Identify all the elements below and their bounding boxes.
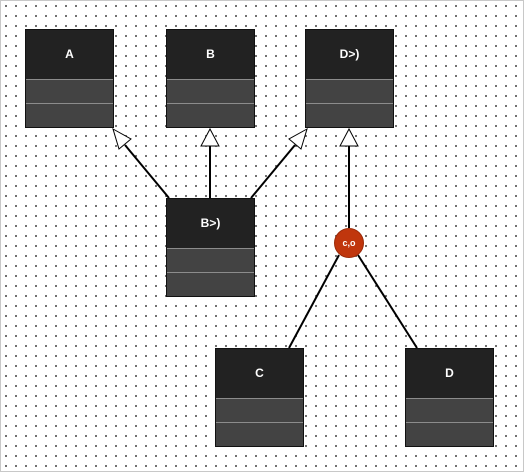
class-a-attributes <box>26 79 113 103</box>
class-b-gen[interactable]: B>) <box>166 198 255 297</box>
class-c-attributes <box>216 398 303 422</box>
generalization-edge-d-node[interactable] <box>357 254 418 349</box>
generalization-edge-bgen-dgen[interactable] <box>250 144 296 199</box>
class-d[interactable]: D <box>405 348 494 447</box>
class-c-name: C <box>216 349 303 398</box>
class-d-gen-attributes <box>306 79 393 103</box>
class-b[interactable]: B <box>166 29 255 128</box>
class-b-gen-name: B>) <box>167 199 254 248</box>
class-d-operations <box>406 422 493 446</box>
generalization-edge-bgen-a[interactable] <box>124 144 170 199</box>
class-d-gen-name: D>) <box>306 30 393 79</box>
class-c[interactable]: C <box>215 348 304 447</box>
class-b-gen-attributes <box>167 248 254 272</box>
class-d-name: D <box>406 349 493 398</box>
class-a-name: A <box>26 30 113 79</box>
class-c-operations <box>216 422 303 446</box>
class-b-operations <box>167 103 254 127</box>
class-b-gen-operations <box>167 272 254 296</box>
generalization-arrowhead-dgen-left <box>288 127 308 150</box>
generalization-arrowhead-a <box>112 127 132 150</box>
generalization-edge-c-node[interactable] <box>288 254 340 349</box>
class-b-attributes <box>167 79 254 103</box>
class-d-gen-operations <box>306 103 393 127</box>
generalization-set-node[interactable]: c,o <box>334 228 364 258</box>
class-d-gen[interactable]: D>) <box>305 29 394 128</box>
class-a[interactable]: A <box>25 29 114 128</box>
generalization-arrowhead-b <box>200 127 220 147</box>
class-a-operations <box>26 103 113 127</box>
generalization-arrowhead-dgen <box>339 127 359 147</box>
class-d-attributes <box>406 398 493 422</box>
class-b-name: B <box>167 30 254 79</box>
